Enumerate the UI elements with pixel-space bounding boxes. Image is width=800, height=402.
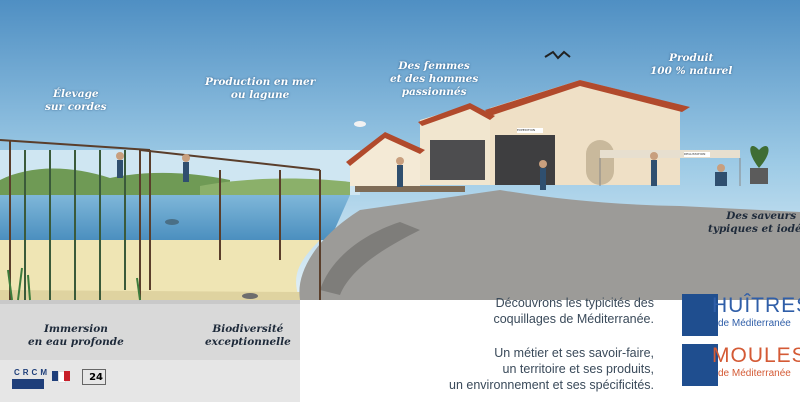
seagull xyxy=(354,121,366,127)
fish xyxy=(165,219,179,225)
degustation-sign: DEGUSTATION xyxy=(684,152,710,157)
republique-logo xyxy=(52,369,74,395)
seagrass xyxy=(7,267,141,301)
rocky-shore xyxy=(299,190,800,300)
region-logo: 24 xyxy=(82,369,106,395)
people xyxy=(116,152,727,190)
oyster-icon xyxy=(682,294,718,336)
bird xyxy=(544,50,571,60)
oyster-buildings xyxy=(346,80,741,186)
mussel-ropes xyxy=(24,150,126,300)
oyster-table-posts xyxy=(0,139,321,300)
lagoon-water xyxy=(0,195,350,240)
crcm-logo: CRCM xyxy=(6,368,47,395)
mussel-icon xyxy=(682,344,718,386)
expedition-sign: EXPEDITION xyxy=(517,128,543,133)
huitres-logo: HUÎTRES de Méditerranée xyxy=(682,294,800,336)
body-text: Un métier et ses savoir-faire,un territo… xyxy=(449,346,654,392)
moules-logo: MOULES de Méditerranée xyxy=(682,344,800,386)
